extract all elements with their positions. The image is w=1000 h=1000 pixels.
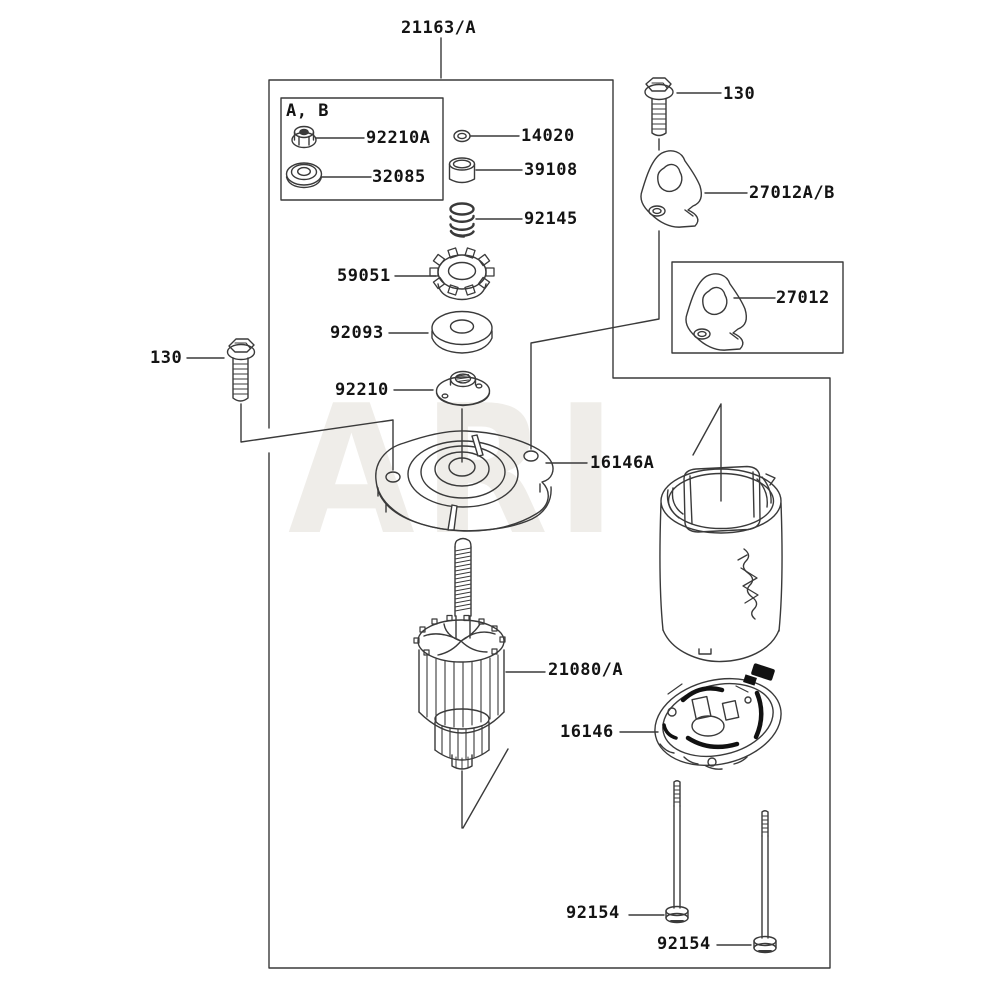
bracket-27012-box (671, 261, 844, 354)
label-nut-92210[interactable]: 92210 (335, 380, 389, 400)
label-armature-21080a[interactable]: 21080/A (548, 660, 624, 680)
label-nut-92210a[interactable]: 92210A (366, 128, 431, 148)
label-bracket-27012ab[interactable]: 27012A/B (749, 183, 835, 203)
endcap-16146-drawing (654, 663, 782, 770)
group-ab-box (280, 97, 444, 201)
motor-housing-drawing (659, 465, 783, 663)
assembly-outline-box (268, 79, 831, 969)
label-washer-92093[interactable]: 92093 (330, 323, 384, 343)
spring-92145-drawing (449, 202, 475, 238)
label-assembly-21163a[interactable]: 21163/A (401, 18, 477, 38)
label-cap-32085[interactable]: 32085 (372, 167, 426, 187)
armature-21080a-drawing (413, 537, 506, 770)
label-oring-14020[interactable]: 14020 (521, 126, 575, 146)
gear-59051-drawing (429, 247, 495, 301)
label-cover-16146a[interactable]: 16146A (590, 453, 655, 473)
bushing-39108-drawing (448, 157, 476, 184)
washer-92093-drawing (431, 310, 493, 354)
nut-92210-drawing (435, 370, 491, 407)
leader-lines (186, 37, 776, 946)
label-group-ab: A, B (286, 101, 329, 121)
nut-92210a-drawing (291, 125, 317, 149)
oring-14020-drawing (453, 129, 471, 143)
bracket-27012ab-drawing (640, 150, 702, 228)
label-bolt-92154-b[interactable]: 92154 (657, 934, 711, 954)
label-bracket-27012[interactable]: 27012 (776, 288, 830, 308)
label-bolt-130-left[interactable]: 130 (150, 348, 183, 368)
cover-16146a-drawing (375, 430, 554, 532)
label-gear-59051[interactable]: 59051 (337, 266, 391, 286)
label-spring-92145[interactable]: 92145 (524, 209, 578, 229)
bolt-92154-b-drawing (753, 810, 777, 954)
label-bolt-92154-a[interactable]: 92154 (566, 903, 620, 923)
bolt-130-right-drawing (644, 77, 674, 137)
bolt-130-left-drawing (226, 338, 256, 402)
label-bolt-130-right[interactable]: 130 (723, 84, 756, 104)
bolt-92154-a-drawing (665, 780, 689, 924)
assembly-relation-lines (240, 138, 722, 829)
cap-32085-drawing (285, 162, 323, 189)
bracket-27012-drawing (685, 273, 747, 351)
label-endcap-16146[interactable]: 16146 (560, 722, 614, 742)
label-bushing-39108[interactable]: 39108 (524, 160, 578, 180)
